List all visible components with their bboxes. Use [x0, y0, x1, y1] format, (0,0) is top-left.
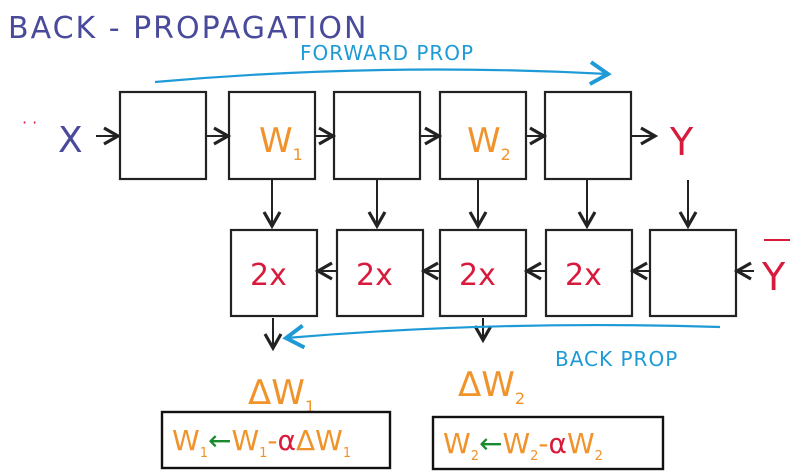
back-prop-arrow [282, 323, 721, 350]
backward-box-1-label: 2x [250, 258, 287, 293]
input-x-label: X [58, 120, 83, 161]
update-box-w1 [160, 410, 392, 470]
update-w2-formula: W2←W2-αW2 [443, 427, 603, 464]
forward-box-1 [118, 90, 208, 181]
forward-box-3 [332, 90, 422, 181]
delta-w1-label: ΔW1 [248, 373, 315, 416]
output-y-label: Y [669, 120, 694, 164]
forward-prop-arrow [154, 60, 612, 86]
update-w1-formula: W1←W1-αΔW1 [172, 424, 351, 461]
backward-box-5 [648, 228, 738, 318]
backward-box-3-label: 2x [459, 258, 496, 293]
back-prop-label: BACK PROP [555, 347, 678, 371]
backward-row: 2x 2x 2x 2x [229, 228, 754, 318]
input-dots: · · [22, 113, 37, 132]
page-title: BACK - PROPAGATION [8, 11, 368, 46]
backward-box-4-label: 2x [565, 258, 602, 293]
target-y-label: Y [761, 255, 786, 299]
forward-box-5 [543, 90, 633, 181]
forward-prop-label: FORWARD PROP [300, 41, 474, 65]
weight-w1-label: W1 [259, 121, 303, 164]
weight-w2-label: W2 [467, 121, 511, 164]
backward-box-2-label: 2x [356, 258, 393, 293]
delta-w2-label: ΔW2 [458, 365, 525, 408]
forward-row: W1 W2 [118, 90, 659, 181]
update-box-w2 [431, 415, 665, 471]
